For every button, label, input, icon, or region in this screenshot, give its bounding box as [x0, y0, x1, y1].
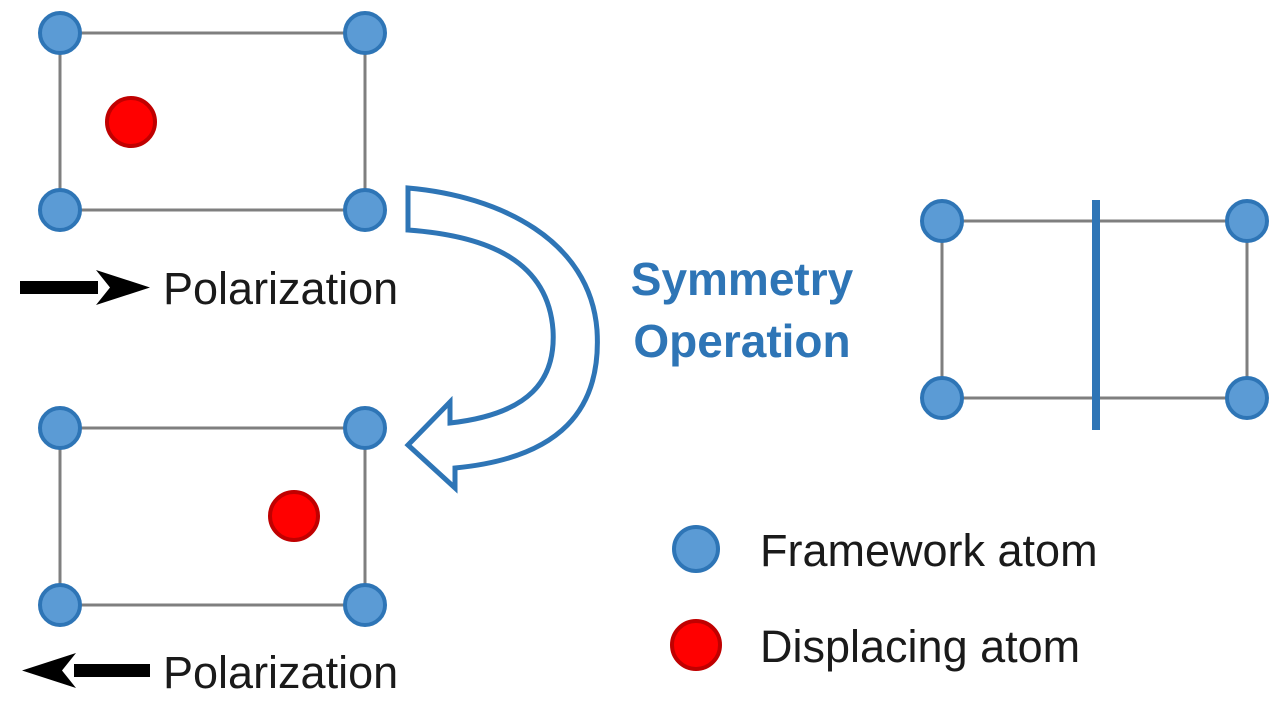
framework-atom — [1225, 199, 1269, 243]
top-cell-frame — [58, 31, 367, 212]
bottom-cell-frame — [58, 426, 367, 607]
symmetry-operation-arrow — [404, 185, 600, 494]
displacing-atom — [105, 96, 157, 148]
framework-atom — [343, 188, 387, 232]
legend: Framework atom Displacing atom — [670, 525, 1098, 672]
framework-atom — [343, 583, 387, 627]
legend-framework-label: Framework atom — [760, 525, 1098, 576]
polarization-label-bottom: Polarization — [163, 647, 398, 698]
framework-atom — [920, 376, 964, 420]
symmetry-label-line1: Symmetry — [631, 253, 854, 305]
bottom-unit-cell — [38, 406, 387, 627]
legend-framework-marker — [672, 525, 720, 573]
polarization-label-top: Polarization — [163, 263, 398, 314]
framework-atom — [343, 11, 387, 55]
mirror-unit-cell — [920, 199, 1269, 430]
legend-displacing-marker — [670, 619, 722, 671]
symmetry-label-line2: Operation — [633, 315, 850, 367]
framework-atom — [343, 406, 387, 450]
displacing-atom — [268, 490, 320, 542]
framework-atom — [920, 199, 964, 243]
framework-atom — [1225, 376, 1269, 420]
top-unit-cell — [38, 11, 387, 232]
polarization-arrow-right — [20, 270, 150, 305]
framework-atom — [38, 11, 82, 55]
polarization-arrow-left — [22, 653, 150, 688]
framework-atom — [38, 188, 82, 232]
framework-atom — [38, 406, 82, 450]
legend-displacing-label: Displacing atom — [760, 621, 1080, 672]
framework-atom — [38, 583, 82, 627]
